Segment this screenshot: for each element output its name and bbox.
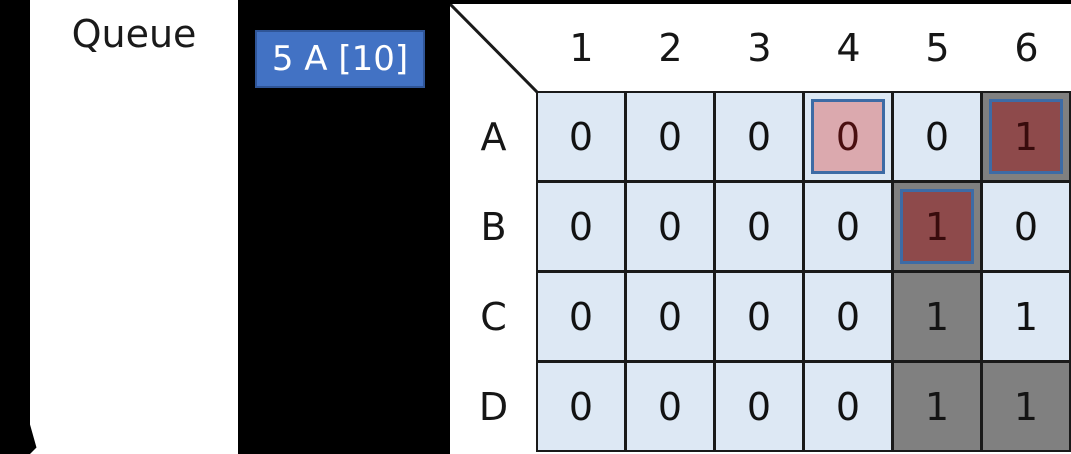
matrix-cell[interactable]: 1 (981, 271, 1071, 362)
matrix-column-header: 3 (747, 26, 772, 70)
matrix-cell[interactable]: 0 (803, 181, 893, 272)
matrix-cell[interactable]: 0 (625, 361, 715, 452)
matrix-column-header: 6 (1014, 26, 1039, 70)
matrix-cell[interactable]: 1 (892, 271, 982, 362)
matrix-column-header: 2 (658, 26, 683, 70)
matrix-cell-value: 0 (657, 114, 683, 159)
matrix-cell-value: 0 (746, 294, 772, 339)
matrix-cell-value: 1 (924, 294, 950, 339)
matrix-cell[interactable]: 0 (803, 271, 893, 362)
matrix-row-header: A (480, 115, 507, 159)
matrix-cell[interactable]: 0 (803, 361, 893, 452)
matrix-cell[interactable]: 0 (981, 181, 1071, 272)
matrix-corner-diagonal-icon (450, 4, 538, 93)
matrix-cell[interactable]: 0 (714, 181, 804, 272)
matrix-cell[interactable]: 1 (892, 181, 982, 272)
matrix-corner-cell (450, 4, 537, 92)
matrix-cell[interactable]: 0 (536, 361, 626, 452)
matrix-cell-value: 0 (835, 114, 861, 159)
matrix-cell[interactable]: 0 (625, 271, 715, 362)
matrix-cell-frontier-marker (811, 99, 885, 174)
matrix-cell-value: 0 (835, 204, 861, 249)
matrix-row-header: B (480, 205, 507, 249)
matrix-cell[interactable]: 1 (981, 91, 1071, 182)
queue-title: Queue (71, 12, 197, 56)
matrix-cell-value: 1 (924, 384, 950, 429)
matrix-cell[interactable]: 0 (536, 181, 626, 272)
matrix-cell[interactable]: 0 (714, 91, 804, 182)
matrix-cell-value: 1 (1013, 294, 1039, 339)
queue-item-label: 5 A [10] (271, 39, 409, 79)
matrix-cell[interactable]: 0 (536, 91, 626, 182)
matrix-cell[interactable]: 0 (803, 91, 893, 182)
matrix-cell-value: 0 (657, 294, 683, 339)
matrix-cell[interactable]: 1 (981, 361, 1071, 452)
matrix-row-header: D (478, 385, 509, 429)
matrix-column-header: 5 (925, 26, 950, 70)
queue-panel-background (30, 0, 238, 454)
matrix-cell-value: 0 (924, 114, 950, 159)
matrix-row-header: C (480, 295, 507, 339)
matrix-cell-value: 0 (835, 384, 861, 429)
matrix-cell-value: 0 (568, 294, 594, 339)
matrix-cell[interactable]: 0 (625, 91, 715, 182)
matrix-cell-value: 0 (657, 384, 683, 429)
matrix-cell-value: 0 (746, 204, 772, 249)
matrix-column-header: 4 (836, 26, 861, 70)
matrix-cell-value: 1 (1013, 114, 1039, 159)
matrix-cell-value: 0 (657, 204, 683, 249)
matrix-column-header: 1 (569, 26, 594, 70)
matrix-cell-value: 0 (746, 384, 772, 429)
queue-panel: Queue (30, 0, 238, 454)
matrix-cell-value: 0 (568, 204, 594, 249)
matrix-cell[interactable]: 0 (714, 271, 804, 362)
matrix-cell[interactable]: 0 (625, 181, 715, 272)
matrix-cell-selection-marker (989, 99, 1063, 174)
matrix-cell-value: 1 (924, 204, 950, 249)
matrix-cell-value: 0 (746, 114, 772, 159)
matrix-cell-value: 0 (568, 114, 594, 159)
matrix-cell[interactable]: 0 (714, 361, 804, 452)
matrix-cell[interactable]: 1 (892, 361, 982, 452)
matrix-cell-value: 1 (1013, 384, 1039, 429)
queue-item[interactable]: 5 A [10] (255, 30, 425, 88)
matrix-cell-value: 0 (835, 294, 861, 339)
matrix-cell[interactable]: 0 (892, 91, 982, 182)
matrix-cell[interactable]: 0 (536, 271, 626, 362)
matrix-cell-value: 0 (1013, 204, 1039, 249)
matrix-cell-selection-marker (900, 189, 974, 264)
matrix-cell-value: 0 (568, 384, 594, 429)
